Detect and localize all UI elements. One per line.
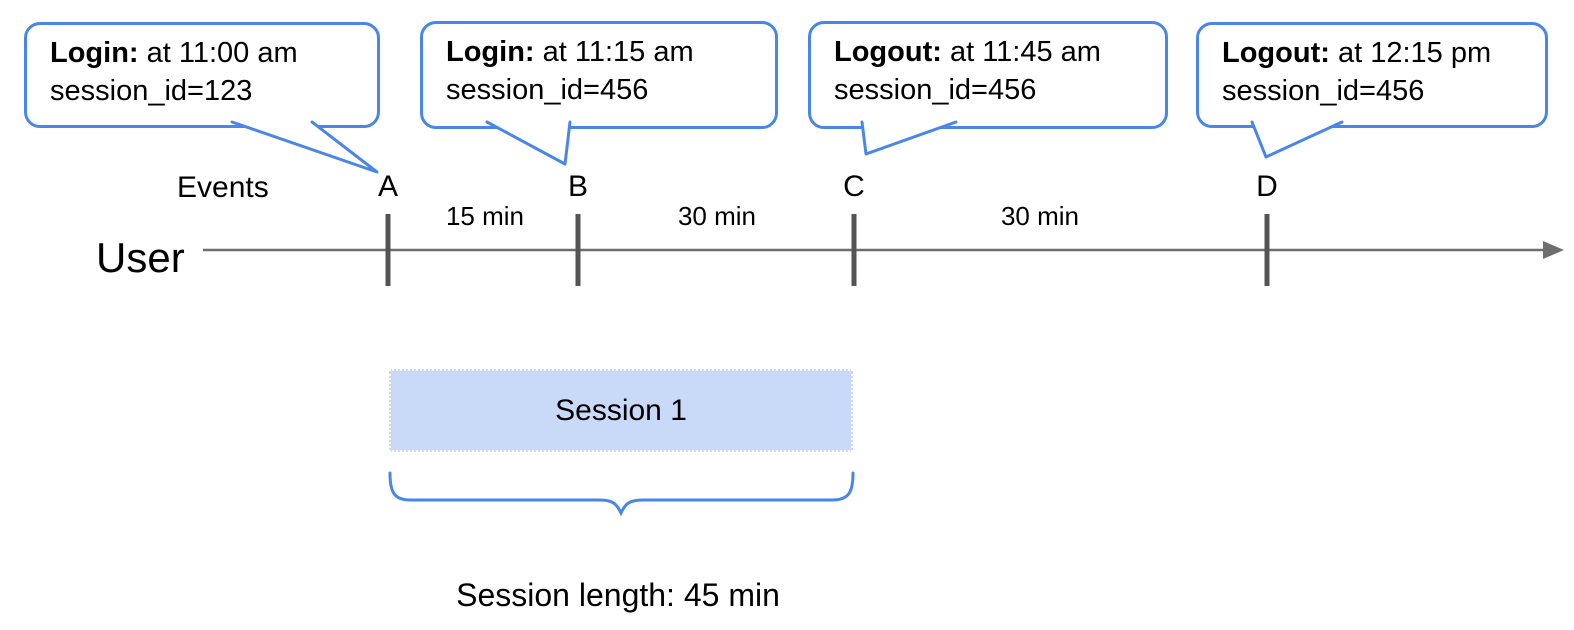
callout-event-type: Logout:: [1222, 37, 1330, 69]
interval-label-cd: 30 min: [1000, 201, 1080, 231]
callout-session-id: session_id=123: [50, 75, 253, 107]
callout-login-a: Login: at 11:00 am session_id=123: [24, 22, 380, 128]
interval-label-bc: 30 min: [677, 201, 757, 231]
callout-logout-c: Logout: at 11:45 am session_id=456: [808, 21, 1168, 129]
callout-line1: Logout: at 12:15 pm: [1222, 34, 1545, 72]
callout-time: at 11:00 am: [138, 37, 298, 69]
callout-time: at 11:45 am: [941, 36, 1101, 68]
event-marker-d: D: [1256, 170, 1278, 203]
event-marker-c: C: [843, 170, 865, 203]
callout-event-type: Logout:: [834, 36, 942, 68]
callout-event-type: Login:: [50, 37, 139, 69]
event-marker-a: A: [377, 170, 399, 203]
events-label: Events: [177, 171, 269, 204]
interval-label-ab: 15 min: [445, 201, 525, 231]
timeline-arrowhead-icon: [1543, 241, 1564, 259]
event-marker-b: B: [567, 170, 589, 203]
callout-tail-a: [230, 120, 379, 174]
session-length-label: Session length: 45 min: [456, 577, 780, 613]
callout-time: at 11:15 am: [534, 36, 694, 68]
callout-line1: Logout: at 11:45 am: [834, 33, 1165, 71]
callout-line1: Login: at 11:15 am: [446, 33, 775, 71]
session-1-label: Session 1: [555, 393, 687, 427]
user-label: User: [96, 234, 185, 281]
callout-logout-d: Logout: at 12:15 pm session_id=456: [1196, 22, 1548, 128]
callout-session-id: session_id=456: [834, 74, 1037, 106]
callout-event-type: Login:: [446, 36, 535, 68]
callout-time: at 12:15 pm: [1329, 37, 1492, 69]
callout-login-b: Login: at 11:15 am session_id=456: [420, 21, 778, 129]
session-1-box: Session 1: [389, 369, 853, 452]
callout-session-id: session_id=456: [446, 74, 649, 106]
callout-line1: Login: at 11:00 am: [50, 34, 377, 72]
callout-session-id: session_id=456: [1222, 75, 1425, 107]
session-length-brace: [388, 471, 855, 517]
